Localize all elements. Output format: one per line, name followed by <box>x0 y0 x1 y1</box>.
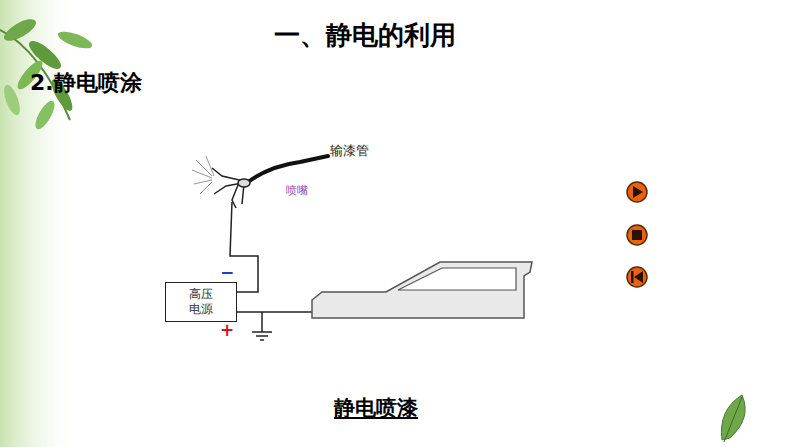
paint-spray <box>192 156 214 194</box>
spray-gun <box>212 168 250 208</box>
part-label: 喷嘴 <box>286 184 308 197</box>
leaf <box>721 395 745 442</box>
polarity-sign: − <box>220 262 234 282</box>
paint-hose <box>248 156 328 182</box>
ground-symbol <box>252 312 272 340</box>
power-supply-box: 高压电源 <box>165 282 237 322</box>
car-body <box>312 262 532 318</box>
part-label: 输漆管 <box>330 143 369 159</box>
side-band <box>0 0 80 447</box>
car-window <box>398 268 516 290</box>
ground-wire <box>236 311 312 313</box>
polarity-sign: + <box>220 320 234 340</box>
page-title: 一、静电的利用 <box>274 20 456 51</box>
control-buttons <box>627 182 647 287</box>
box-text: 高压电源 <box>188 287 214 317</box>
figure-caption: 静电喷漆 <box>334 396 418 421</box>
section-heading: 2.静电喷涂 <box>30 70 142 96</box>
